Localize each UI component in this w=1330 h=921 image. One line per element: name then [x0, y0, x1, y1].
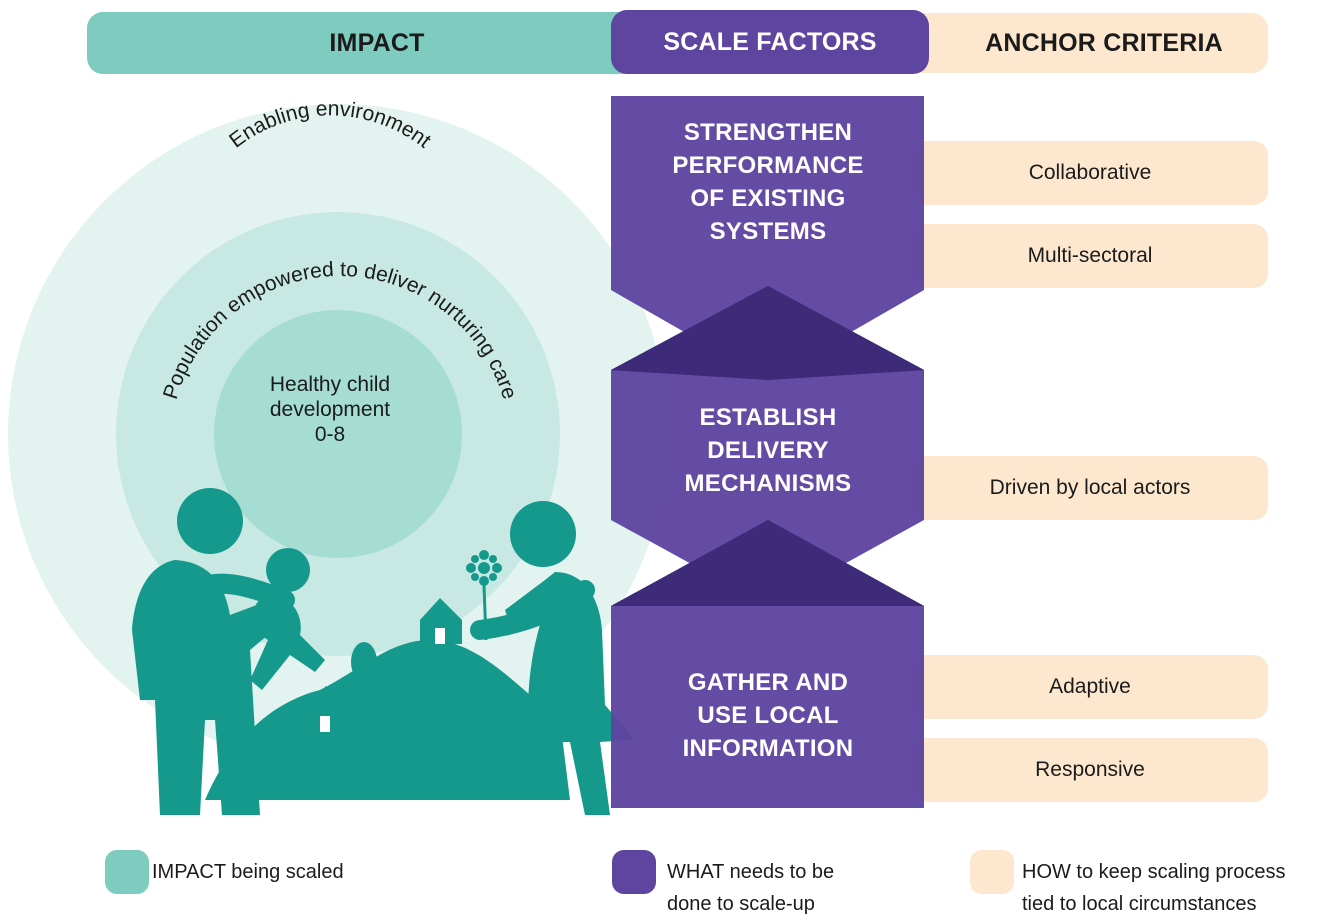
adult-right-arm: [470, 580, 595, 640]
anchor-multi-sectoral-label: Multi-sectoral: [1027, 244, 1153, 267]
anchor-adaptive: Adaptive: [912, 655, 1268, 719]
legend-anchor-swatch: [970, 850, 1014, 894]
tree-crown: [351, 642, 377, 682]
overlap-diamond-2b: [611, 520, 924, 606]
anchor-criteria-header: ANCHOR CRITERIA: [900, 13, 1268, 73]
anchor-driven-by-local-actors-label: Driven by local actors: [989, 476, 1191, 499]
house-bottom-icon: [305, 686, 348, 732]
scale-factor-strengthen-label: STRENGTHEN PERFORMANCE OF EXISTING SYSTE…: [672, 119, 864, 245]
scale-factors-header: SCALE FACTORS: [611, 10, 929, 74]
scale-factors-header-label: SCALE FACTORS: [663, 27, 877, 56]
child-head: [266, 548, 310, 592]
legend-impact-label: IMPACT being scaled: [152, 861, 344, 883]
anchor-responsive-label: Responsive: [1035, 758, 1145, 781]
anchor-criteria-header-label: ANCHOR CRITERIA: [985, 28, 1223, 57]
anchor-collaborative: Collaborative: [912, 141, 1268, 205]
scale-factor-1-shape: [611, 96, 924, 380]
legend-scale-swatch: [612, 850, 656, 894]
anchor-driven-by-local-actors: Driven by local actors: [912, 456, 1268, 520]
anchor-multi-sectoral: Multi-sectoral: [912, 224, 1268, 288]
overlap-diamond-1b: [611, 286, 924, 380]
house-top-icon: [420, 598, 462, 644]
adult-left-head: [177, 488, 243, 554]
healthy-child-circle: [214, 310, 462, 558]
scale-factor-establish-label: ESTABLISH DELIVERY MECHANISMS: [684, 404, 852, 497]
flower-icon: [466, 550, 502, 641]
adult-right-head: [510, 501, 576, 567]
legend-scale-label: WHAT needs to be done to scale-up: [667, 861, 835, 915]
tree-trunk: [361, 670, 367, 708]
hill-shape: [205, 640, 570, 800]
house-top-door: [435, 628, 445, 644]
anchor-adaptive-label: Adaptive: [1049, 675, 1131, 698]
family-figures-icon: [132, 488, 635, 815]
adult-left-body: [132, 560, 280, 815]
anchor-collaborative-label: Collaborative: [1028, 161, 1152, 184]
child-body: [250, 596, 325, 690]
impact-header: IMPACT: [87, 12, 667, 74]
adult-right-body: [505, 572, 635, 815]
anchor-responsive: Responsive: [912, 738, 1268, 802]
scale-factors-column: [611, 96, 924, 808]
house-bottom-door: [320, 716, 330, 732]
legend-anchor-label: HOW to keep scaling process tied to loca…: [1022, 861, 1286, 915]
impact-header-label: IMPACT: [329, 28, 425, 57]
scale-factor-gather-label: GATHER AND USE LOCAL INFORMATION: [682, 669, 854, 762]
legend-impact-swatch: [105, 850, 149, 894]
healthy-child-label: Healthy child development 0-8: [269, 373, 391, 446]
